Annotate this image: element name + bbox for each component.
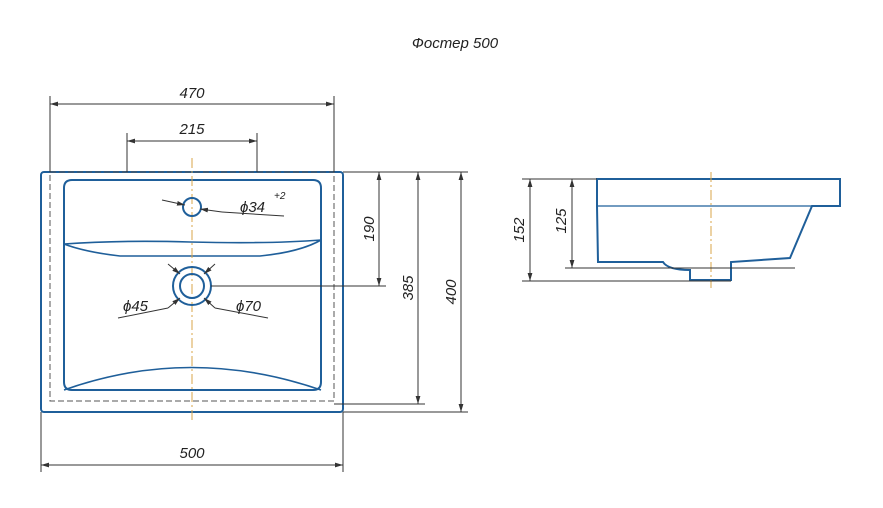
drain-leader-tr (203, 263, 216, 275)
top-view: 470 215 ϕ34 +2 ϕ45 ϕ70 190 385 (40, 85, 468, 472)
drain-leader-right-line (214, 307, 269, 319)
dim-385-label: 385 (400, 275, 417, 301)
bowl-lower-curve (63, 366, 322, 391)
drain-leader-tl (167, 263, 181, 275)
drain-inner-label: ϕ45 (123, 298, 149, 315)
dim-190-label: 190 (361, 216, 378, 242)
drawing-title: Фостер 500 (412, 35, 499, 52)
dim-125-label: 125 (553, 208, 570, 234)
tap-hole-leader-2 (199, 207, 223, 213)
dim-500-label: 500 (179, 445, 205, 462)
dim-215-label: 215 (178, 121, 205, 138)
drain-leader-bl (167, 297, 181, 309)
bowl-upper-curve (63, 239, 322, 257)
drain-inner-ring (179, 273, 205, 299)
tap-hole-leader-1 (161, 199, 186, 206)
dim-470-label: 470 (179, 85, 205, 102)
dim-400-label: 400 (443, 279, 460, 305)
side-view: 152 125 (511, 172, 841, 288)
dim-152-label: 152 (511, 217, 528, 243)
drain-outer-label: ϕ70 (236, 298, 262, 315)
drain-leader-br (203, 297, 216, 309)
bowl-outline (63, 179, 322, 391)
tap-hole-tolerance: +2 (274, 191, 286, 202)
drain-leader-left-line (117, 307, 169, 319)
tap-hole (182, 197, 202, 217)
tap-hole-label: ϕ34 (240, 199, 265, 216)
side-profile-outline (596, 178, 841, 281)
tap-hole-leader-3 (221, 211, 285, 217)
